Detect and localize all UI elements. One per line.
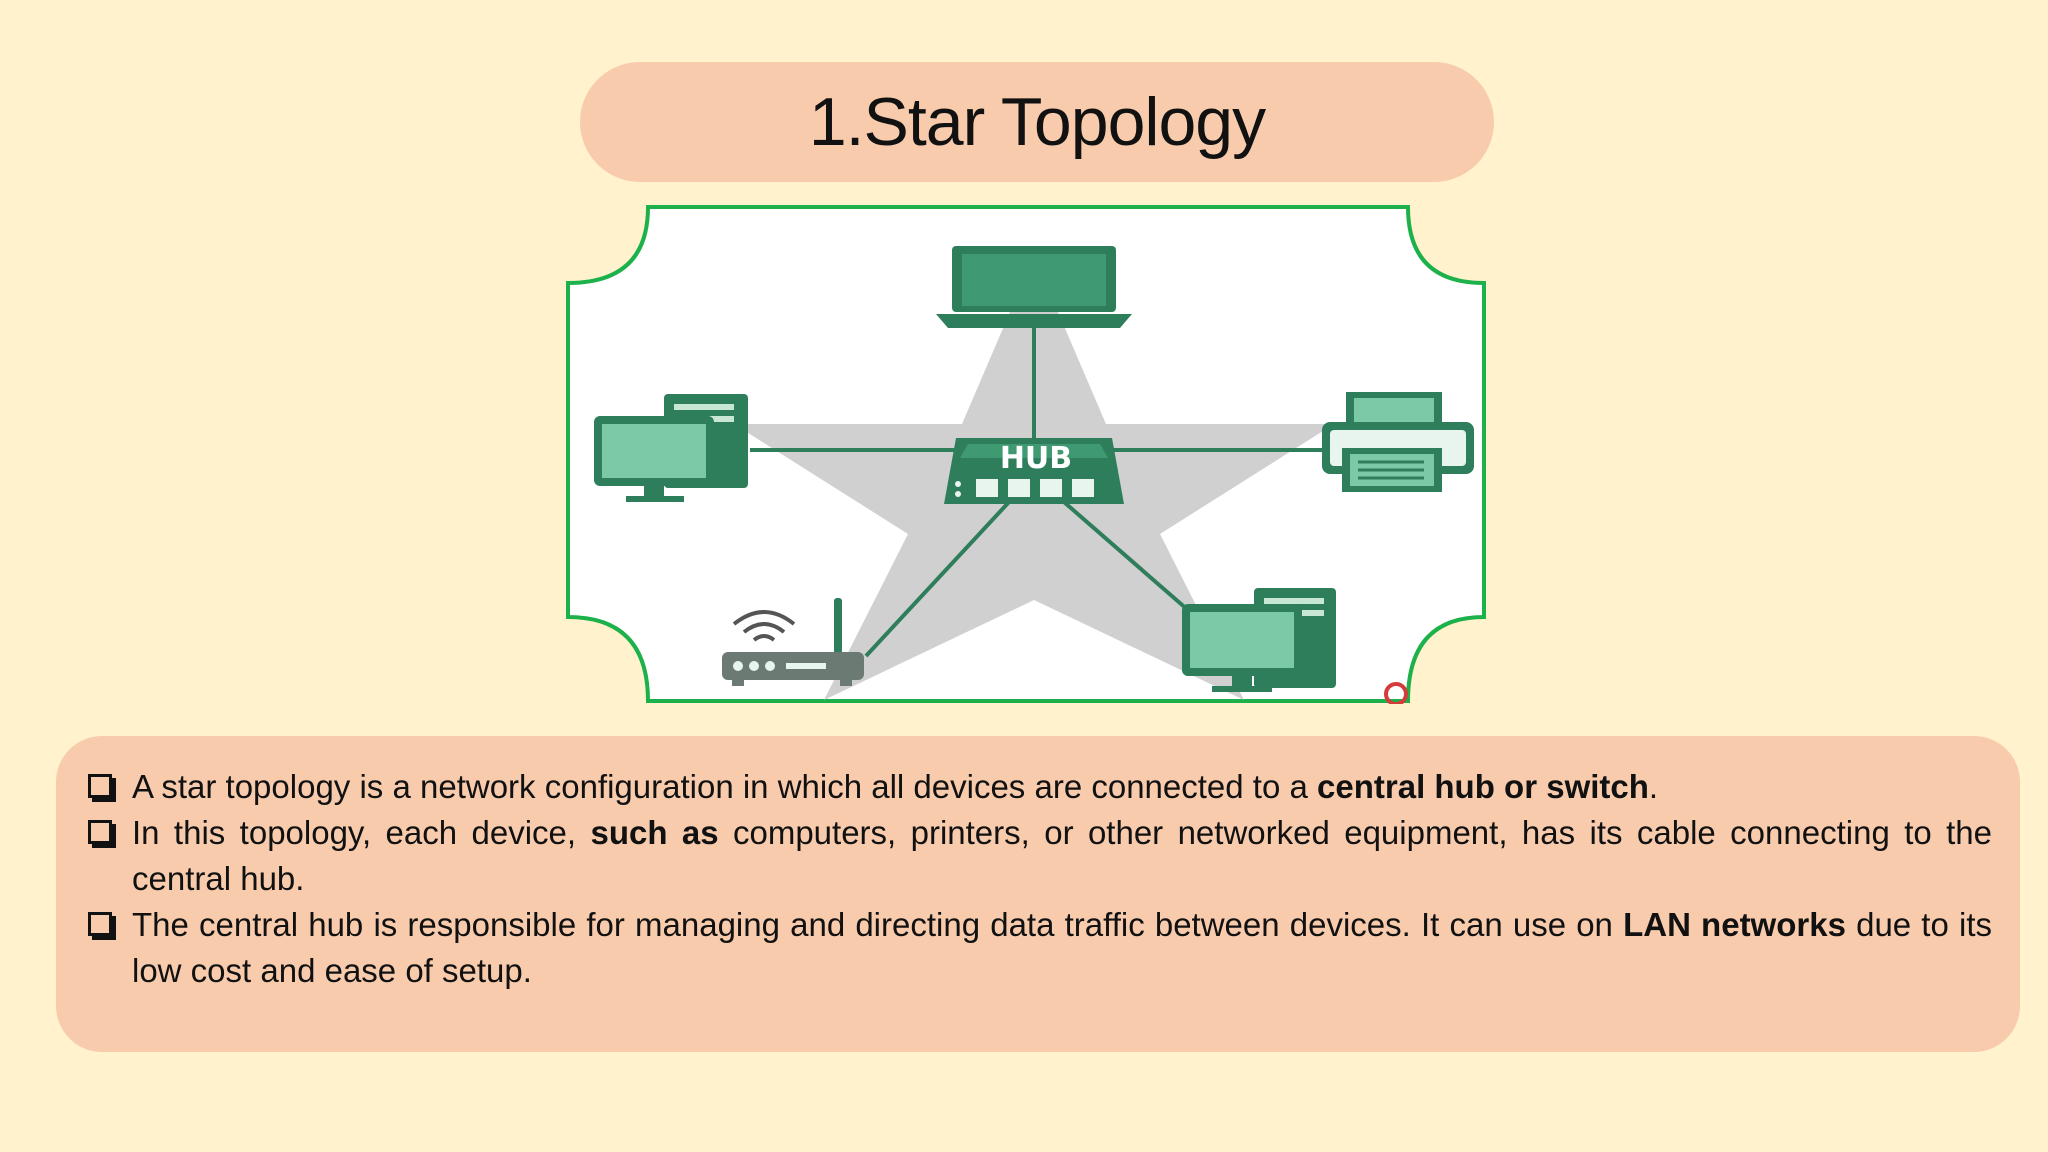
bullet-text-bold: LAN networks (1623, 906, 1846, 943)
checkbox-bullet-icon (88, 774, 112, 798)
checkbox-bullet-icon (88, 912, 112, 936)
title-banner: 1.Star Topology (580, 62, 1494, 182)
laptop-icon (936, 246, 1132, 328)
star-topology-diagram: HUB (566, 205, 1486, 704)
checkbox-bullet-icon (88, 820, 112, 844)
hub-device: HUB (944, 438, 1124, 504)
bullet-text: The central hub is responsible for manag… (132, 906, 1624, 943)
bullet-item: A star topology is a network configurati… (88, 764, 1992, 810)
bullet-list: A star topology is a network configurati… (88, 764, 1992, 994)
description-panel (56, 736, 2020, 1052)
hub-label: HUB (1000, 441, 1072, 476)
bullet-text: . (1648, 768, 1659, 805)
bullet-item: The central hub is responsible for manag… (88, 902, 1992, 994)
bullet-item: In this topology, each device, such as c… (88, 810, 1992, 902)
printer-icon (1322, 392, 1474, 492)
wireless-router-icon (722, 598, 864, 686)
bullet-text-bold: central hub or switch (1317, 768, 1649, 805)
watermark-dot (1384, 682, 1408, 704)
desktop-computer-right-icon (1182, 588, 1336, 692)
cables (750, 316, 1324, 658)
slide-title: 1.Star Topology (808, 84, 1266, 160)
bullet-text: due to its low cost and ease of setup. (132, 906, 1992, 989)
bullet-text: computers, printers, or other networked … (132, 814, 1992, 897)
bullet-text: A star topology is a network configurati… (132, 768, 1318, 805)
desktop-computer-left-icon (594, 394, 748, 502)
bullet-text: In this topology, each device, (132, 814, 591, 851)
bullet-text-bold: such as (590, 814, 719, 851)
